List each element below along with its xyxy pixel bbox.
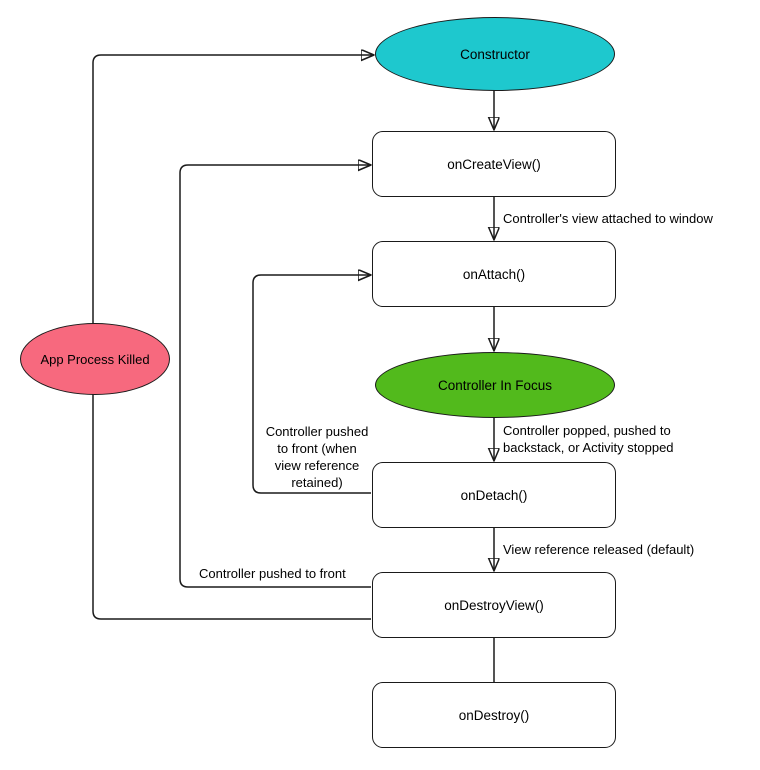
ondetach-node: onDetach() bbox=[372, 462, 616, 528]
app-process-killed-node: App Process Killed bbox=[20, 323, 170, 395]
ondetach-label: onDetach() bbox=[460, 487, 528, 503]
constructor-label: Constructor bbox=[460, 46, 530, 62]
edge-label-view-released: View reference released (default) bbox=[503, 542, 695, 557]
ondestroy-node: onDestroy() bbox=[372, 682, 616, 748]
edge-label-pushed-to-front-retained: Controller pushed to front (when view re… bbox=[265, 424, 369, 490]
ondestroy-label: onDestroy() bbox=[458, 707, 530, 723]
app-process-killed-label: App Process Killed bbox=[40, 351, 150, 367]
ondestroyview-label: onDestroyView() bbox=[444, 597, 544, 613]
onattach-label: onAttach() bbox=[462, 266, 526, 282]
controller-in-focus-label: Controller In Focus bbox=[437, 377, 553, 393]
onattach-node: onAttach() bbox=[372, 241, 616, 307]
constructor-node: Constructor bbox=[375, 17, 615, 91]
edge-label-view-attached: Controller's view attached to window bbox=[503, 211, 713, 226]
oncreateview-label: onCreateView() bbox=[447, 156, 541, 172]
edge-ondestroyview-to-oncreateview-loop bbox=[179, 165, 371, 588]
edge-ondetach-to-onattach-loop bbox=[252, 275, 371, 494]
ondestroyview-node: onDestroyView() bbox=[372, 572, 616, 638]
edge-label-controller-popped: Controller popped, pushed to backstack, … bbox=[503, 423, 674, 455]
edge-label-pushed-to-front: Controller pushed to front bbox=[199, 566, 346, 581]
controller-in-focus-node: Controller In Focus bbox=[375, 352, 615, 418]
oncreateview-node: onCreateView() bbox=[372, 131, 616, 197]
